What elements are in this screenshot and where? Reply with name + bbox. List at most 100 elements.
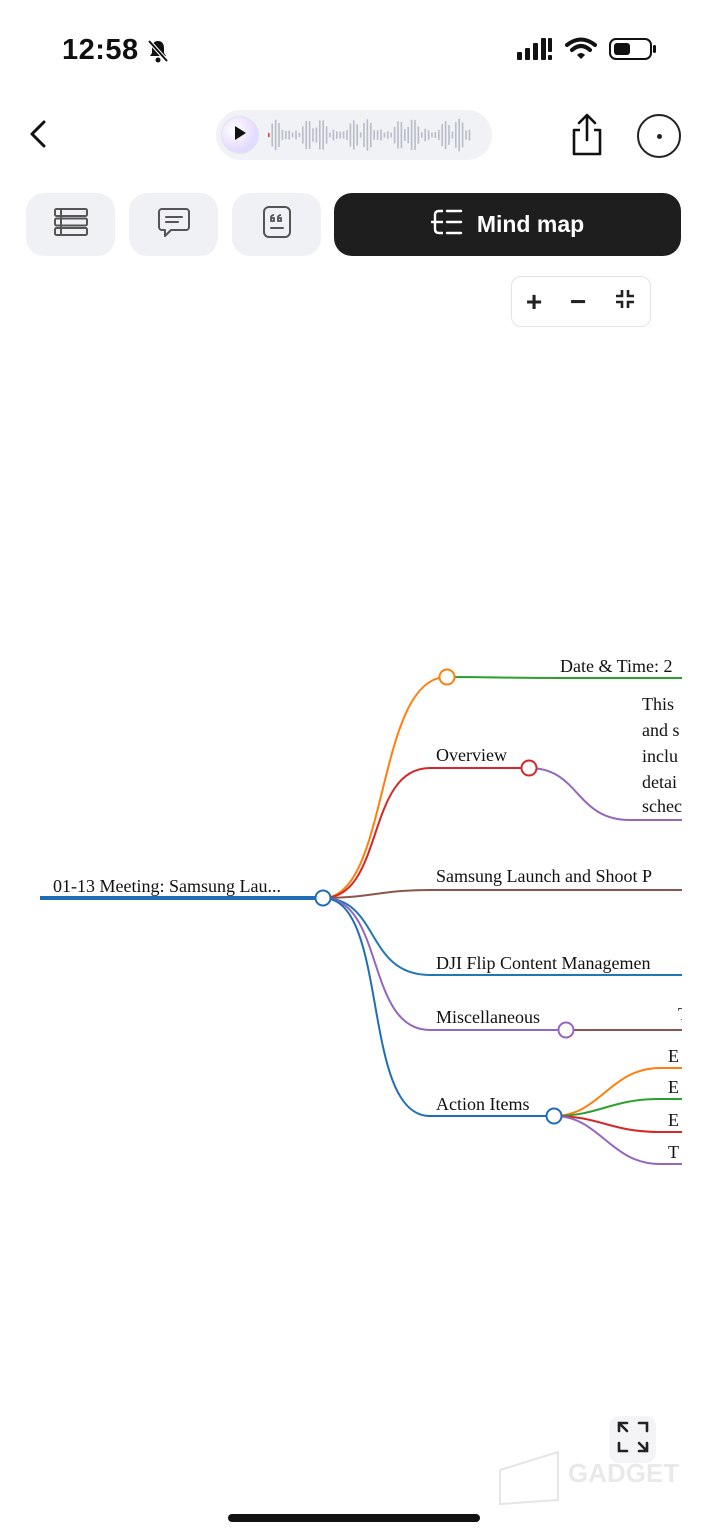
mind-map-canvas[interactable]: 01-13 Meeting: Samsung Lau... Date & Tim… xyxy=(0,600,707,1220)
action-child-1: E xyxy=(668,1046,679,1066)
link-misc xyxy=(322,897,566,1031)
chat-bubble-icon xyxy=(157,206,191,243)
expand-arrows-icon xyxy=(616,1420,650,1459)
bell-slash-icon xyxy=(146,38,170,69)
samsung-branch-label[interactable]: Samsung Launch and Shoot P xyxy=(436,866,652,886)
audio-player[interactable] xyxy=(216,110,492,160)
waveform-bar xyxy=(393,126,396,144)
zoom-in-button[interactable]: + xyxy=(525,285,543,317)
zoom-out-button[interactable]: − xyxy=(569,285,587,317)
waveform-bar xyxy=(400,121,403,149)
action-child-3: E xyxy=(668,1110,679,1130)
waveform-bar xyxy=(363,122,365,148)
waveform-bar xyxy=(455,122,457,148)
waveform-bar xyxy=(291,132,294,138)
waveform-bar xyxy=(302,126,304,144)
waveform-bar xyxy=(441,123,443,147)
battery-icon xyxy=(609,37,657,66)
tab-list[interactable] xyxy=(26,193,115,256)
waveform-bar xyxy=(438,129,440,141)
waveform-bar xyxy=(325,126,328,144)
overview-line-5: schec xyxy=(642,796,682,816)
waveform-bar xyxy=(404,129,406,141)
back-button[interactable] xyxy=(20,116,56,156)
status-time: 12:58 xyxy=(62,34,139,66)
waveform-bar xyxy=(353,120,355,150)
waveform-bar xyxy=(434,131,437,139)
tab-transcript[interactable] xyxy=(129,193,218,256)
root-label[interactable]: 01-13 Meeting: Samsung Lau... xyxy=(53,876,281,896)
link-action-4 xyxy=(553,1115,682,1165)
action-child-2: E xyxy=(668,1077,679,1097)
waveform-bar xyxy=(342,131,345,139)
waveform-bar xyxy=(271,123,273,147)
share-button[interactable] xyxy=(566,112,608,158)
link-date xyxy=(322,676,448,899)
collapse-arrows-icon xyxy=(614,290,636,314)
waveform-bar xyxy=(421,132,423,138)
waveform-bar xyxy=(407,126,409,144)
quote-icon xyxy=(262,205,292,244)
node-date[interactable] xyxy=(438,668,456,686)
waveform-bar xyxy=(339,131,341,139)
chevron-left-icon xyxy=(28,119,48,154)
waveform-bar xyxy=(383,132,386,138)
waveform-bar xyxy=(461,122,464,148)
share-icon xyxy=(566,113,608,162)
waveform-bar xyxy=(278,123,280,147)
node-action[interactable] xyxy=(545,1107,563,1125)
waveform-bar xyxy=(319,120,321,150)
overview-label[interactable]: Overview xyxy=(436,745,507,765)
waveform-bar xyxy=(308,121,311,149)
waveform-bar xyxy=(268,133,270,137)
waveform-bar xyxy=(451,131,454,139)
waveform-bar xyxy=(373,130,375,140)
misc-branch-label[interactable]: Miscellaneous xyxy=(436,1007,540,1027)
home-indicator xyxy=(228,1514,480,1522)
link-samsung xyxy=(322,889,682,899)
node-misc[interactable] xyxy=(557,1021,575,1039)
waveform-bar xyxy=(336,131,338,139)
root-node[interactable] xyxy=(314,889,332,907)
play-button[interactable] xyxy=(222,117,258,153)
cellular-signal-icon xyxy=(517,36,553,67)
tab-mind-map[interactable]: Mind map xyxy=(334,193,681,256)
waveform-bar xyxy=(349,123,352,147)
waveform-bar xyxy=(427,130,430,140)
waveform-bar xyxy=(305,120,307,150)
more-button[interactable] xyxy=(637,114,681,158)
waveform-bar xyxy=(332,129,335,141)
waveform-bar xyxy=(444,121,447,149)
list-icon xyxy=(53,207,89,242)
overview-line-3: inclu xyxy=(642,746,678,766)
waveform-bar xyxy=(448,125,450,145)
waveform-bar xyxy=(458,118,460,152)
overview-line-1: This xyxy=(642,694,674,714)
waveform-bar xyxy=(376,130,379,140)
waveform-bar xyxy=(417,126,420,144)
tab-mind-map-label: Mind map xyxy=(476,211,585,237)
waveform-bar xyxy=(370,122,372,148)
link-overview-leaf xyxy=(528,767,682,821)
waveform-bar xyxy=(285,130,287,140)
waveform-bar xyxy=(356,124,358,146)
fit-to-screen-button[interactable] xyxy=(614,288,636,315)
link-action-3 xyxy=(553,1115,682,1133)
date-time-label[interactable]: Date & Time: 2 xyxy=(560,656,673,676)
fullscreen-button[interactable] xyxy=(609,1416,656,1463)
waveform-bar xyxy=(431,132,433,138)
dji-branch-label[interactable]: DJI Flip Content Managemen xyxy=(436,953,650,973)
overview-line-4: detai xyxy=(642,772,677,792)
waveform-bar xyxy=(397,121,399,149)
action-items-label[interactable]: Action Items xyxy=(436,1094,529,1114)
waveform-bar xyxy=(468,129,471,141)
waveform[interactable] xyxy=(268,115,478,155)
link-action-1 xyxy=(553,1067,682,1117)
svg-text:GADGET: GADGET xyxy=(568,1458,679,1488)
waveform-bar xyxy=(329,132,331,138)
waveform-bar xyxy=(410,119,413,151)
tab-summary[interactable] xyxy=(232,193,321,256)
waveform-bar xyxy=(346,129,348,141)
node-overview[interactable] xyxy=(520,759,538,777)
waveform-bar xyxy=(414,120,416,150)
